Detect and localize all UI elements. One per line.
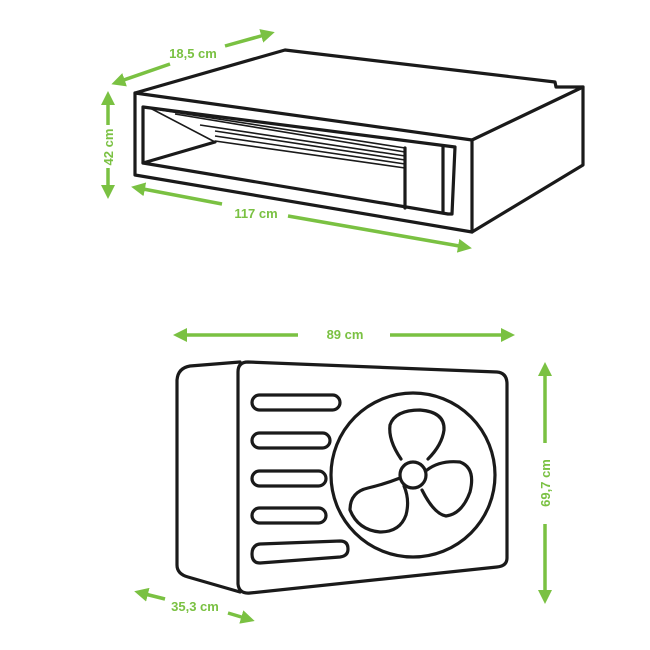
outdoor-depth-label: 35,3 cm xyxy=(171,599,219,614)
vent-slot xyxy=(250,506,328,525)
fan-icon xyxy=(348,408,474,534)
indoor-height-label: 42 cm xyxy=(101,129,116,166)
fan-hub xyxy=(398,460,428,490)
vent-slot xyxy=(250,431,332,450)
vent-slot xyxy=(250,539,350,565)
outdoor-height-label: 69,7 cm xyxy=(538,459,553,507)
indoor-depth-label: 18,5 cm xyxy=(169,46,217,61)
outdoor-unit-drawing xyxy=(175,360,509,595)
outdoor-width-label: 89 cm xyxy=(327,327,364,342)
indoor-width-dimension: 117 cm xyxy=(131,182,472,253)
vent-slot xyxy=(250,393,342,412)
outdoor-height-dimension: 69,7 cm xyxy=(538,362,553,604)
fan-grille xyxy=(329,391,497,559)
indoor-depth-dimension: 18,5 cm xyxy=(111,29,275,87)
indoor-height-dimension: 42 cm xyxy=(101,91,116,199)
vent-slot xyxy=(250,469,328,488)
indoor-unit-drawing xyxy=(133,48,585,234)
outdoor-depth-dimension: 35,3 cm xyxy=(134,587,255,624)
indoor-width-label: 117 cm xyxy=(234,206,277,221)
outdoor-width-dimension: 89 cm xyxy=(173,327,515,342)
